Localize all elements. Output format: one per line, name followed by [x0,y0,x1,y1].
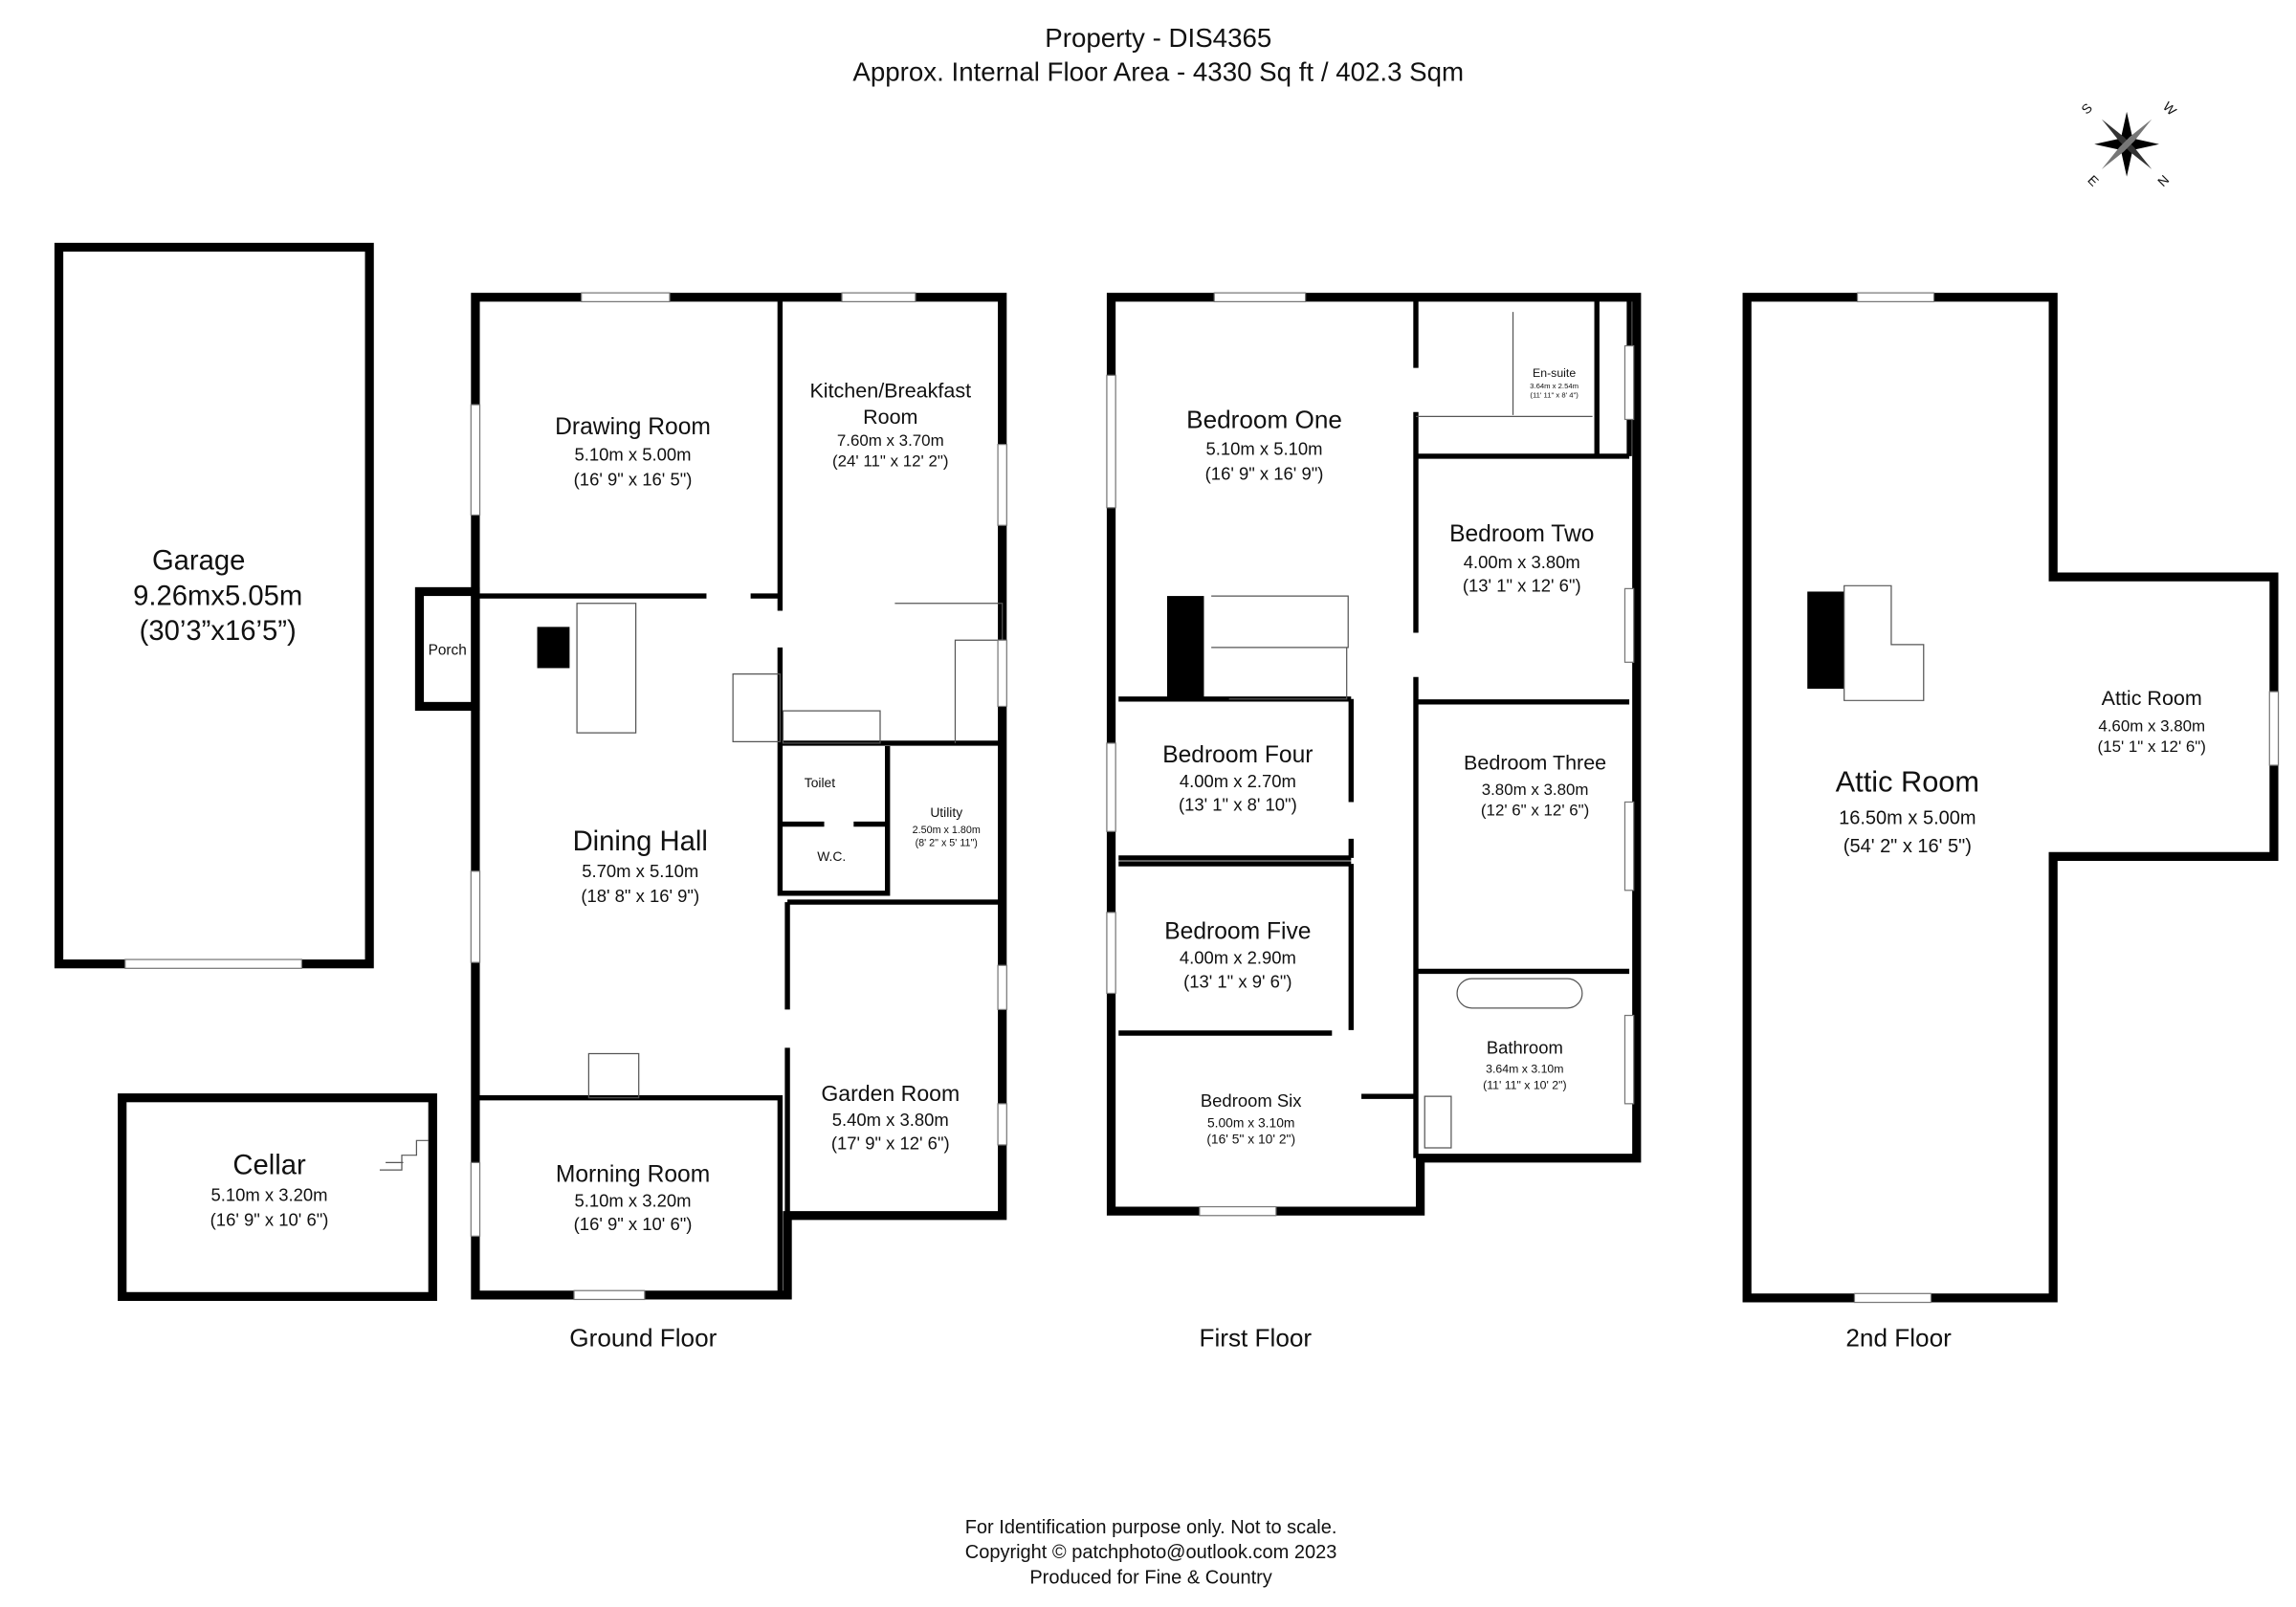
garage: Garage 9.26mx5.05m (30’3”x16’5”) [54,242,374,969]
room-metric: 2.50m x 1.80m [913,825,981,836]
compass-label-e: E [2085,172,2102,189]
compass-label-w: W [2160,99,2180,119]
room-name: Bedroom Three [1464,752,1606,775]
floor-label: 2nd Floor [1845,1324,1952,1353]
room-imperial: (11' 11" x 8' 4") [1530,390,1578,399]
room-metric: 7.60m x 3.70m [837,431,944,450]
room-imperial: (12' 6" x 12' 6") [1481,801,1589,819]
floor-label: First Floor [1199,1324,1312,1353]
room-name: Attic Room [2102,687,2202,710]
room-imperial: (18' 8" x 16' 9") [581,886,699,906]
footer-disclaimer: For Identification purpose only. Not to … [965,1517,1337,1538]
room-name: Porch [429,643,467,659]
room-metric: 4.00m x 2.70m [1180,771,1296,791]
room-imperial: (16' 9" x 16' 9") [1205,464,1324,484]
ground-floor-plan: Drawing Room 5.10m x 5.00m (16' 9" x 16'… [414,292,1007,1353]
room-imperial: (24' 11" x 12' 2") [832,452,949,471]
room-name: Dining Hall [573,826,708,857]
room-metric: 9.26mx5.05m [133,581,302,611]
room-metric: 3.64m x 3.10m [1486,1063,1563,1076]
floor-label: Ground Floor [569,1324,717,1353]
room-imperial: (15' 1" x 12' 6") [2098,737,2206,756]
room-name: W.C. [817,848,846,864]
room-metric: 4.00m x 3.80m [1464,552,1580,572]
room-name: En-suite [1533,366,1576,380]
room-metric: 4.00m x 2.90m [1180,948,1296,968]
room-name: Utility [930,804,962,820]
room-metric: 5.10m x 5.10m [1206,438,1323,458]
room-imperial: (13' 1" x 9' 6") [1183,971,1292,991]
room-name: Garden Room [821,1081,960,1106]
room-imperial: (13' 1" x 12' 6") [1463,575,1581,595]
room-imperial: (54' 2" x 16' 5") [1843,836,1972,857]
room-metric: 5.10m x 3.20m [575,1191,692,1211]
room-name: Bedroom One [1186,406,1342,434]
footer-copyright: Copyright © patchphoto@outlook.com 2023 [965,1542,1337,1563]
room-metric: 3.80m x 3.80m [1482,781,1589,799]
room-name: Bedroom Five [1164,919,1311,945]
room-metric: 5.10m x 3.20m [211,1184,328,1204]
room-imperial: (30’3”x16’5”) [140,616,297,647]
compass-label-n: N [2154,172,2172,189]
room-metric: 5.10m x 5.00m [575,445,692,465]
room-name: Bedroom Six [1201,1090,1302,1111]
room-name: Cellar [232,1151,306,1181]
room-name: Toilet [805,775,835,790]
room-imperial: (16' 9" x 10' 6") [210,1210,329,1230]
second-floor-plan: Attic Room 16.50m x 5.00m (54' 2" x 16' … [1742,292,2280,1353]
compass-rose-icon: S W N E [2078,99,2179,189]
room-name: Kitchen/Breakfast [809,379,971,402]
room-imperial: (16' 9" x 10' 6") [574,1214,693,1234]
room-imperial: (16' 9" x 16' 5") [574,470,693,490]
compass-label-s: S [2078,99,2095,117]
room-imperial: (8' 2" x 5' 11") [916,838,978,849]
cellar: Cellar 5.10m x 3.20m (16' 9" x 10' 6") [118,1093,437,1302]
room-imperial: (11' 11" x 10' 2") [1483,1078,1566,1091]
room-name: Attic Room [1836,765,1979,799]
room-name-line2: Room [863,406,917,429]
footer-produced-for: Produced for Fine & Country [1029,1567,1271,1588]
room-name: Bedroom Four [1162,742,1313,768]
room-name: Morning Room [556,1161,710,1187]
room-name: Garage [152,545,245,576]
room-metric: 5.70m x 5.10m [582,861,698,881]
room-metric: 5.00m x 3.10m [1207,1114,1294,1130]
room-metric: 4.60m x 3.80m [2098,717,2205,736]
room-name: Bathroom [1487,1038,1563,1058]
room-name: Drawing Room [555,414,711,440]
room-imperial: (16' 5" x 10' 2") [1206,1131,1295,1146]
page-subtitle: Approx. Internal Floor Area - 4330 Sq ft… [852,57,1464,87]
room-metric: 5.40m x 3.80m [832,1110,949,1130]
page-title: Property - DIS4365 [1045,23,1271,53]
first-floor-plan: Bedroom One 5.10m x 5.10m (16' 9" x 16' … [1106,292,1642,1353]
room-metric: 3.64m x 2.54m [1530,382,1578,390]
room-name: Bedroom Two [1449,521,1594,547]
room-imperial: (17' 9" x 12' 6") [831,1134,950,1154]
room-metric: 16.50m x 5.00m [1839,808,1976,829]
room-imperial: (13' 1" x 8' 10") [1179,795,1297,815]
